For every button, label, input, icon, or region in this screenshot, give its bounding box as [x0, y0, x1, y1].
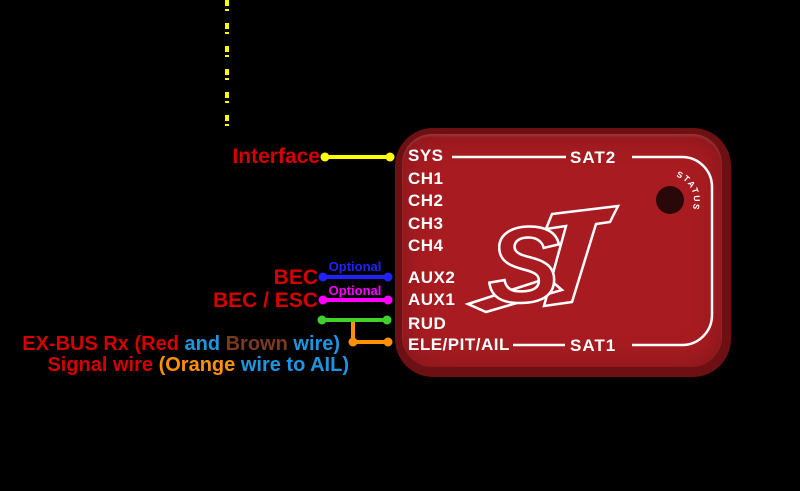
exbus-seg-wire: wire): [287, 333, 341, 355]
port-label-sys: SYS: [408, 146, 444, 165]
logo-t-shape: [542, 204, 621, 308]
interface-wire: [320, 152, 395, 162]
exbus-seg-brown: Brown: [225, 333, 288, 355]
signal-wire-dot-right: [383, 337, 393, 347]
port-label-ch3: CH3: [408, 214, 444, 233]
port-label-ele-pit-ail: ELE/PIT/AIL: [408, 335, 510, 354]
bec-esc-label: BEC / ESC: [212, 289, 318, 312]
optional-label-bec: Optional: [328, 259, 382, 274]
bec-esc-wire-dot-left: [318, 295, 328, 305]
bec-esc-wire-dot-right: [383, 295, 393, 305]
device-traces: [452, 155, 714, 347]
interface-label: Interface: [232, 145, 320, 168]
signal-wire-dot-junction: [348, 337, 358, 347]
port-label-rud: RUD: [408, 314, 447, 333]
port-label-ch4: CH4: [408, 236, 444, 255]
port-label-aux2: AUX2: [408, 268, 456, 287]
signal-wire: [348, 322, 393, 347]
signal-seg-orange: (Orange: [158, 354, 241, 376]
exbus-seg-and: and: [178, 333, 226, 355]
signal-seg-red: Signal wire: [47, 354, 159, 376]
exbus-wire-dot-right: [382, 315, 392, 325]
bec-wire-dot-right: [383, 272, 393, 282]
bec-wire-dot-left: [318, 272, 328, 282]
optional-label-bec-esc: Optional: [328, 283, 382, 298]
exbus-wire: [317, 315, 392, 325]
exbus-seg-red: EX-BUS Rx (Red: [22, 333, 179, 355]
port-label-sat1: SAT1: [570, 336, 617, 355]
status-led: [656, 186, 684, 214]
port-label-ch2: CH2: [408, 191, 444, 210]
interface-wire-dot-right: [385, 152, 395, 162]
bec-esc-wire: [318, 295, 393, 305]
port-label-ch1: CH1: [408, 169, 444, 188]
receiver-device-body: [402, 134, 722, 367]
bec-label: BEC: [273, 266, 318, 289]
brand-logo: S: [464, 203, 621, 326]
interface-wire-dot-left: [320, 152, 330, 162]
exbus-wire-dot-left: [317, 315, 327, 325]
bec-wire: [318, 272, 393, 282]
logo-swoosh: [464, 276, 565, 314]
exbus-rx-label: EX-BUS Rx (Red and Brown wire): [0, 311, 340, 377]
port-label-aux1: AUX1: [408, 290, 456, 309]
port-label-sat2: SAT2: [570, 148, 617, 167]
signal-wire-label: Signal wire (Orange wire to AIL): [0, 332, 349, 398]
trace-sat2-sat1-loop: [632, 155, 714, 347]
signal-seg-blue: wire to AIL): [240, 354, 349, 376]
logo-s-letter: S: [488, 204, 560, 325]
